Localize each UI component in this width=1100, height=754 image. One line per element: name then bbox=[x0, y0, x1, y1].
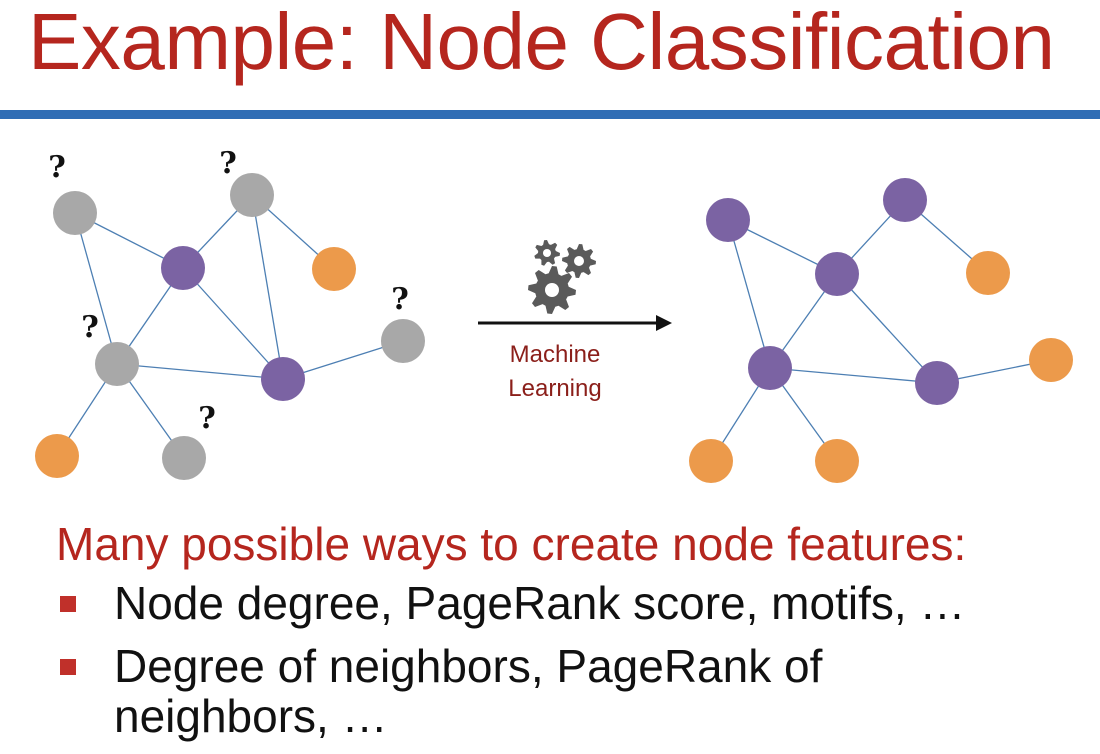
output-node-orange bbox=[966, 251, 1010, 295]
arrow-head bbox=[656, 315, 672, 331]
input-graph-edges bbox=[56, 194, 404, 459]
input-edge bbox=[74, 212, 118, 365]
title-rule bbox=[0, 110, 1100, 119]
output-node-purple bbox=[883, 178, 927, 222]
input-edge bbox=[116, 363, 284, 380]
output-node-purple bbox=[706, 198, 750, 242]
square-bullet-icon bbox=[60, 659, 76, 675]
input-node-unknown bbox=[230, 173, 274, 217]
machine-learning-label: Machine Learning bbox=[470, 338, 640, 406]
output-edge bbox=[769, 367, 938, 384]
question-mark-icon: ? bbox=[219, 146, 237, 181]
gear-hole bbox=[574, 256, 584, 266]
output-node-purple bbox=[748, 346, 792, 390]
feature-bullet: Degree of neighbors, PageRank of neighbo… bbox=[60, 641, 1014, 741]
node-classification-diagram: ????? bbox=[35, 146, 1073, 483]
feature-bullet-text: Degree of neighbors, PageRank of neighbo… bbox=[114, 640, 823, 742]
square-bullet-icon bbox=[60, 596, 76, 612]
input-node-unknown bbox=[95, 342, 139, 386]
input-node-purple bbox=[161, 246, 205, 290]
input-node-unknown bbox=[162, 436, 206, 480]
input-graph: ????? bbox=[35, 146, 425, 480]
feature-bullet: Node degree, PageRank score, motifs, … bbox=[60, 578, 1014, 628]
input-node-orange bbox=[35, 434, 79, 478]
ml-label-line1: Machine bbox=[509, 341, 601, 368]
feature-list: Node degree, PageRank score, motifs, … D… bbox=[60, 578, 1014, 754]
unknown-markers: ????? bbox=[48, 146, 409, 436]
slide-title: Example: Node Classification bbox=[28, 0, 1055, 86]
feature-bullet-text: Node degree, PageRank score, motifs, … bbox=[114, 577, 966, 629]
ml-label-line2: Learning bbox=[508, 375, 602, 402]
output-graph-nodes bbox=[689, 178, 1073, 483]
output-edge bbox=[836, 273, 938, 384]
question-mark-icon: ? bbox=[391, 282, 409, 317]
input-node-unknown bbox=[381, 319, 425, 363]
gear-hole bbox=[543, 249, 551, 257]
output-node-purple bbox=[915, 361, 959, 405]
question-mark-icon: ? bbox=[198, 401, 216, 436]
output-node-orange bbox=[1029, 338, 1073, 382]
output-node-orange bbox=[815, 439, 859, 483]
input-node-orange bbox=[312, 247, 356, 291]
output-node-orange bbox=[689, 439, 733, 483]
input-edge bbox=[182, 267, 284, 380]
question-mark-icon: ? bbox=[81, 310, 99, 345]
machine-learning-arrow bbox=[478, 240, 672, 331]
features-heading: Many possible ways to create node featur… bbox=[56, 518, 967, 570]
output-graph bbox=[689, 178, 1073, 483]
output-graph-edges bbox=[710, 199, 1052, 462]
question-mark-icon: ? bbox=[48, 150, 66, 185]
gears-icon bbox=[528, 240, 596, 314]
output-edge bbox=[727, 219, 771, 369]
input-edge bbox=[251, 194, 284, 380]
input-node-purple bbox=[261, 357, 305, 401]
gear-hole bbox=[545, 283, 559, 297]
input-graph-nodes bbox=[35, 173, 425, 480]
output-node-purple bbox=[815, 252, 859, 296]
input-node-unknown bbox=[53, 191, 97, 235]
